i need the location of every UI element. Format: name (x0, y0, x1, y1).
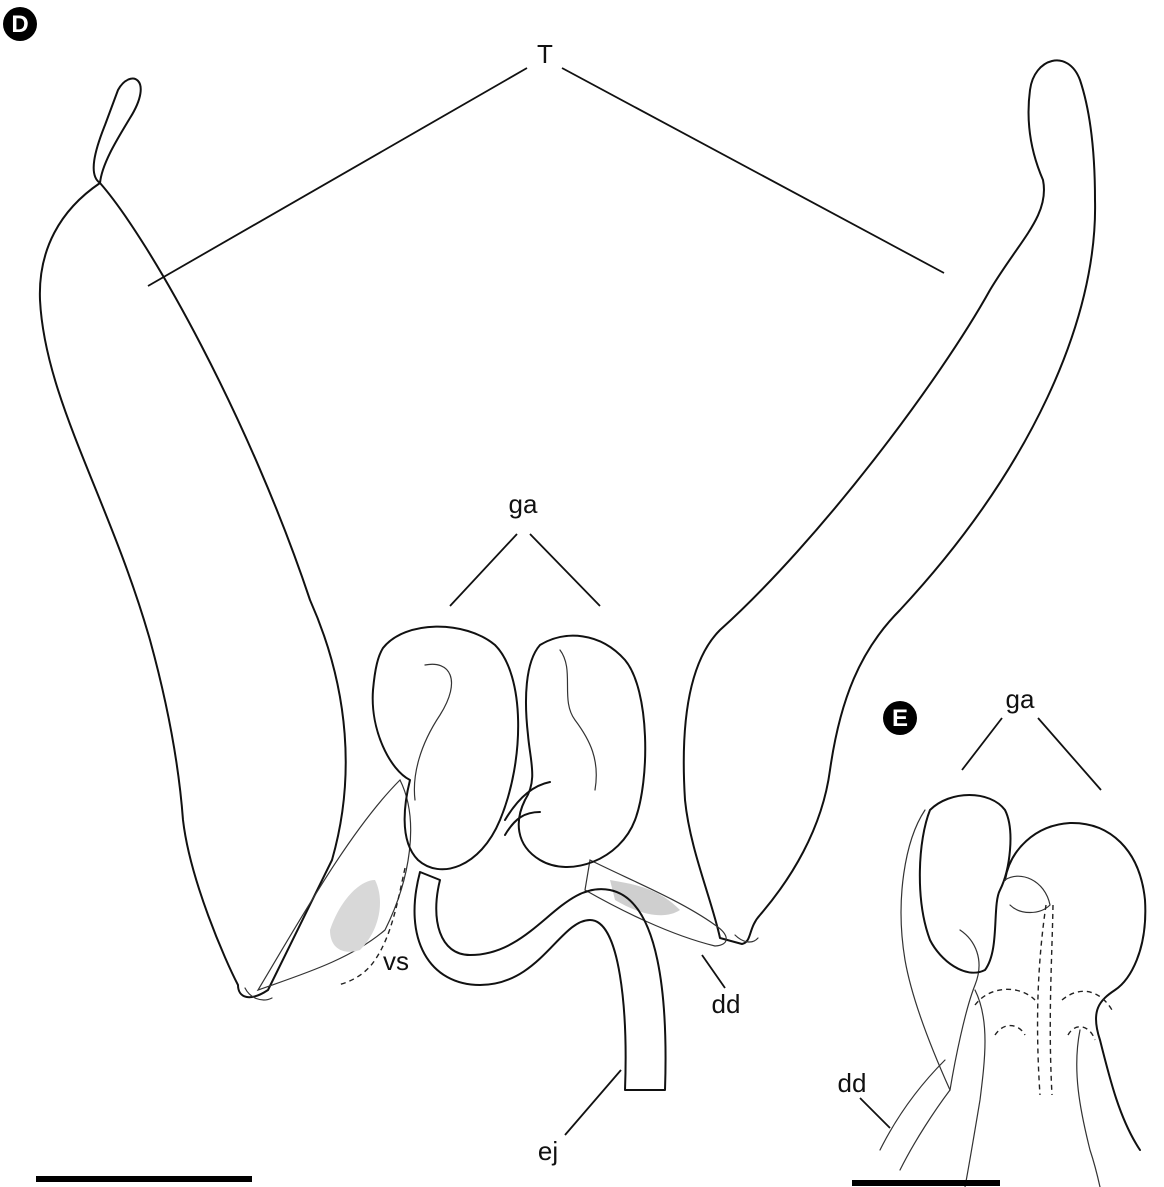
panel-d: D T ga (3, 7, 1095, 1182)
panel-e-outline (900, 810, 950, 1170)
leader-testis-right (562, 68, 944, 273)
label-vs: vs (383, 946, 409, 976)
leader-ga-e-right (1038, 718, 1101, 790)
panel-e-badge-label: E (892, 705, 908, 732)
panel-d-badge-label: D (11, 11, 28, 38)
leader-dd (702, 955, 725, 988)
leader-dd-e (860, 1098, 890, 1128)
leader-testis-left (148, 68, 527, 286)
label-ej: ej (538, 1136, 558, 1166)
scale-bar-e (852, 1180, 1000, 1186)
leader-ej (565, 1070, 621, 1135)
right-testis (684, 60, 1095, 944)
panel-e-badge: E (883, 701, 917, 735)
panel-e-right-lobe (1005, 823, 1145, 1150)
right-gland (519, 636, 645, 867)
panel-e-left-lobe (920, 795, 1011, 973)
panel-d-badge: D (3, 7, 37, 41)
label-ga-d: ga (509, 489, 538, 519)
left-testis (40, 79, 346, 998)
label-ga-e: ga (1006, 684, 1035, 714)
panel-e: E ga dd (838, 684, 1146, 1187)
left-gland-inner (414, 664, 451, 800)
right-gland-inner (560, 650, 596, 790)
panel-e-dashed-ducts (1038, 905, 1046, 1095)
label-testis: T (537, 39, 553, 69)
leader-ga-right (530, 534, 600, 606)
label-dd-e: dd (838, 1068, 867, 1098)
label-dd-d: dd (712, 989, 741, 1019)
leader-ga-left (450, 534, 517, 606)
left-vas-shading (330, 880, 380, 952)
leader-ga-e-left (962, 718, 1002, 770)
left-gland (373, 627, 518, 870)
scale-bar-d (36, 1176, 252, 1182)
